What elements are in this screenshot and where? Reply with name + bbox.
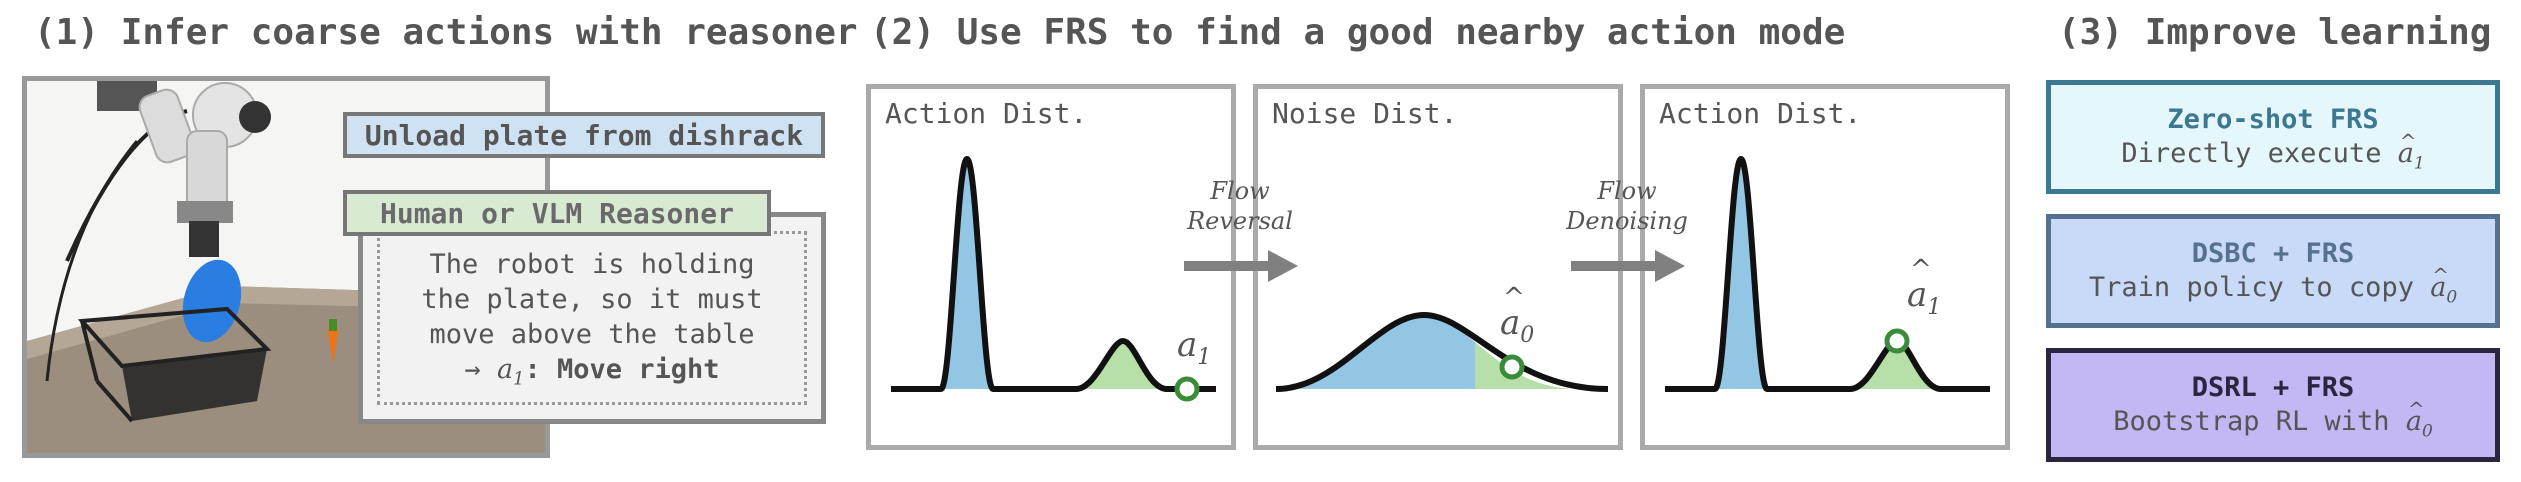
flow-reversal-label: Flow Reversal <box>1187 177 1293 235</box>
thought-line: The robot is holding <box>429 249 755 280</box>
action-dist-curve-refined <box>1665 155 1990 392</box>
point-label-a1-hat: a^1 <box>1907 255 1942 320</box>
flow-denoising-arrow <box>1571 250 1685 282</box>
coarse-action-line: → a1: Move right <box>464 354 720 390</box>
panel-label: Action Dist. <box>1659 97 1862 130</box>
task-instruction-box: Unload plate from dishrack <box>343 112 825 158</box>
noise-dist-curve <box>1275 311 1609 392</box>
result-title: Zero-shot FRS <box>2167 104 2379 135</box>
section-title-infer: (1) Infer coarse actions with reasoner <box>34 12 858 53</box>
result-subtitle: Train policy to copy a^0 <box>2088 263 2458 308</box>
action-symbol: a <box>496 354 514 385</box>
thought-line: the plate, so it must <box>421 284 763 315</box>
thought-line: move above the table <box>429 319 755 350</box>
refined-point-marker <box>1884 328 1910 354</box>
panel-noise-dist: Noise Dist. a^0 <box>1253 84 1623 450</box>
panel-label: Action Dist. <box>885 97 1088 130</box>
result-zero-shot-frs: Zero-shot FRS Directly execute a^1 <box>2046 80 2500 194</box>
point-label-a0-hat: a^0 <box>1500 283 1535 348</box>
point-label-a1: a1 <box>1177 325 1212 370</box>
result-dsrl-frs: DSRL + FRS Bootstrap RL with a^0 <box>2046 348 2500 462</box>
reasoner-label-box: Human or VLM Reasoner <box>343 190 771 236</box>
flow-denoising-label: Flow Denoising <box>1566 177 1688 235</box>
section-title-improve: (3) Improve learning <box>2058 12 2492 53</box>
panel-action-dist-final: Action Dist. a^1 <box>1640 84 2010 450</box>
flow-reversal-arrow <box>1184 250 1298 282</box>
panel-action-dist-initial: Action Dist. a1 <box>866 84 1236 450</box>
panel-label: Noise Dist. <box>1272 97 1458 130</box>
result-dsbc-frs: DSBC + FRS Train policy to copy a^0 <box>2046 214 2500 328</box>
section-title-frs: (2) Use FRS to find a good nearby action… <box>870 12 1846 53</box>
action-dist-curve <box>891 155 1216 402</box>
reasoner-thought-text: The robot is holding the plate, so it mu… <box>363 247 821 396</box>
reasoner-thought-box: The robot is holding the plate, so it mu… <box>358 212 826 424</box>
action-point-marker <box>1174 376 1200 402</box>
result-title: DSRL + FRS <box>2191 372 2355 403</box>
coarse-action-text: : Move right <box>524 354 720 385</box>
result-title: DSBC + FRS <box>2191 238 2355 269</box>
noise-point-marker <box>1499 354 1525 380</box>
result-subtitle: Bootstrap RL with a^0 <box>2113 397 2433 442</box>
result-subtitle: Directly execute a^1 <box>2121 129 2425 174</box>
